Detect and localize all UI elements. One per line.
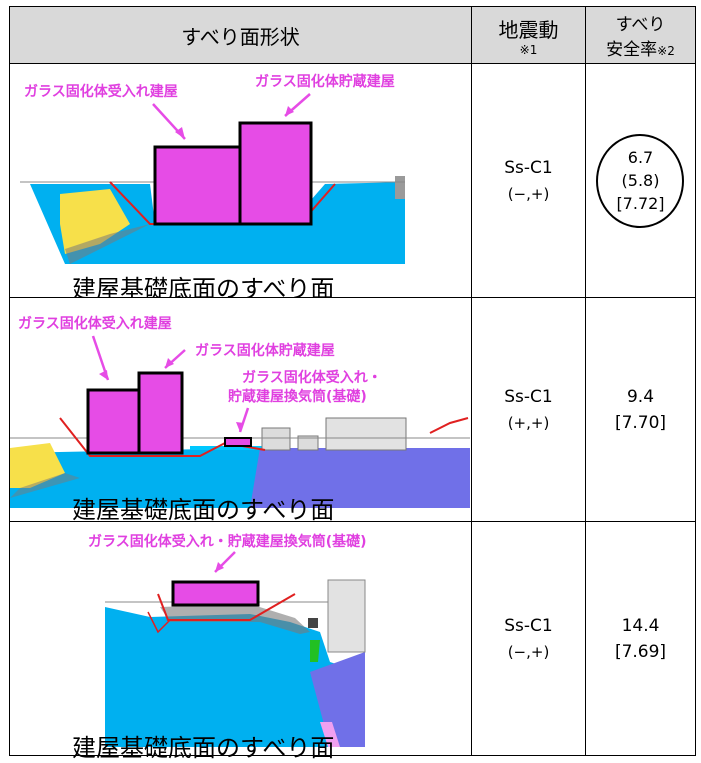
row3-sf-cell: 14.4 [7.69]	[585, 521, 696, 756]
row3-motion-cell: Ss-C1 (−,+)	[471, 521, 586, 756]
row3-sf-value2: [7.69]	[614, 641, 667, 662]
header-ground-motion-label: 地震動	[498, 17, 559, 42]
row1-shape-cell: ガラス固化体受入れ建屋 ガラス固化体貯蔵建屋 建屋基礎底面のすべり面	[9, 63, 472, 303]
row1-label-receiving-building: ガラス固化体受入れ建屋	[24, 83, 178, 100]
row2-label-storage-building: ガラス固化体貯蔵建屋	[195, 342, 335, 359]
row2-sf-value2: [7.70]	[614, 412, 667, 433]
row3-label-stack: ガラス固化体受入れ・貯蔵建屋換気筒(基礎)	[88, 533, 367, 550]
row2-label-stack-line1: ガラス固化体受入れ・	[242, 369, 382, 386]
header-ground-motion: 地震動 ※1	[471, 6, 586, 64]
row2-label-stack-line2: 貯蔵建屋換気筒(基礎)	[228, 388, 367, 405]
row3-shape-cell: ガラス固化体受入れ・貯蔵建屋換気筒(基礎) 建屋基礎底面のすべり面	[9, 521, 472, 762]
row1-diagram: ガラス固化体受入れ建屋 ガラス固化体貯蔵建屋	[20, 73, 405, 264]
slip-safety-table: すべり面形状 地震動 ※1 すべり 安全率※2 ガラス固化体受入れ建屋 ガラス固…	[9, 6, 696, 762]
row3-sf-value: 14.4	[621, 615, 660, 636]
row2-diagram: ガラス固化体受入れ建屋 ガラス固化体貯蔵建屋 ガラス固化体受入れ・ 貯蔵建屋換気…	[10, 315, 470, 508]
header-shape: すべり面形状	[9, 6, 472, 64]
row3-sign: (−,+)	[507, 642, 550, 661]
header-note1: ※1	[519, 42, 538, 57]
row2-motion: Ss-C1	[504, 386, 553, 407]
row3-motion: Ss-C1	[504, 615, 553, 636]
row2-shape-cell: ガラス固化体受入れ建屋 ガラス固化体貯蔵建屋 ガラス固化体受入れ・ 貯蔵建屋換気…	[9, 297, 472, 524]
row2-motion-cell: Ss-C1 (+,+)	[471, 297, 586, 522]
row2-sf-cell: 9.4 [7.70]	[585, 297, 696, 522]
row1-sign: (−,+)	[507, 184, 550, 203]
header-shape-label: すべり面形状	[181, 24, 300, 49]
row1-sf-circle	[596, 134, 684, 228]
row2-label-receiving-building: ガラス固化体受入れ建屋	[18, 315, 172, 332]
row1-label-storage-building: ガラス固化体貯蔵建屋	[255, 73, 395, 90]
row2-sign: (+,+)	[507, 413, 550, 432]
header-note2: ※2	[657, 44, 675, 58]
row3-diagram: ガラス固化体受入れ・貯蔵建屋換気筒(基礎)	[88, 533, 367, 747]
row2-sf-value: 9.4	[626, 386, 655, 407]
header-sf-line2: 安全率	[606, 40, 658, 60]
header-sf-line1: すべり	[615, 15, 666, 35]
row3-caption: 建屋基礎底面のすべり面	[72, 734, 335, 762]
row1-motion: Ss-C1	[504, 157, 553, 178]
row1-motion-cell: Ss-C1 (−,+)	[471, 63, 586, 298]
header-safety-factor: すべり 安全率※2	[585, 6, 696, 64]
row1-sf-cell: 6.7 (5.8) [7.72]	[585, 63, 696, 298]
row2-caption: 建屋基礎底面のすべり面	[72, 496, 335, 524]
